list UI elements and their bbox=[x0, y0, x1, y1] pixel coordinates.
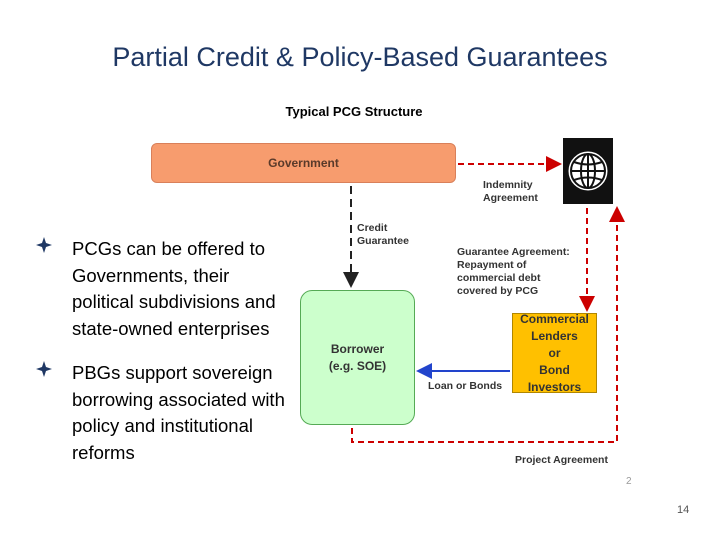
indemnity-line: Indemnity bbox=[483, 179, 533, 191]
guarantee-agreement-label: Guarantee Agreement: Repayment of commer… bbox=[457, 246, 570, 298]
guarantee-line: covered by PCG bbox=[457, 285, 539, 297]
globe-icon bbox=[568, 151, 608, 191]
guarantee-line: commercial debt bbox=[457, 272, 541, 284]
bullet-list: PCGs can be offered to Governments, thei… bbox=[36, 236, 296, 484]
diamond-bullet-icon bbox=[36, 361, 52, 377]
guarantee-line: Repayment of bbox=[457, 259, 527, 271]
borrower-sublabel: (e.g. SOE) bbox=[328, 358, 387, 373]
diamond-bullet-icon bbox=[36, 237, 52, 253]
loan-label: Loan or Bonds bbox=[428, 380, 503, 392]
indemnity-label: Indemnity Agreement bbox=[483, 179, 538, 205]
world-bank-globe-icon bbox=[563, 138, 613, 204]
diagram-subtitle: Typical PCG Structure bbox=[285, 104, 423, 119]
page-number: 14 bbox=[677, 504, 690, 516]
government-label: Government bbox=[268, 156, 339, 170]
bullet-item: PBGs support sovereign borrowing associa… bbox=[36, 360, 296, 466]
bullet-item: PCGs can be offered to Governments, thei… bbox=[36, 236, 296, 342]
borrower-label: Borrower bbox=[330, 341, 385, 356]
inner-page-number: 2 bbox=[626, 476, 632, 487]
credit-guarantee-label: Credit Guarantee bbox=[357, 222, 409, 248]
lenders-line: Commercial bbox=[520, 311, 589, 326]
project-agreement-arrow bbox=[351, 206, 625, 443]
slide-title: Partial Credit & Policy-Based Guarantees bbox=[112, 42, 608, 72]
government-box: Government bbox=[151, 143, 456, 183]
credit-line: Credit bbox=[357, 222, 388, 234]
borrower-box: Borrower (e.g. SOE) bbox=[300, 290, 415, 425]
project-agreement-label: Project Agreement bbox=[515, 454, 608, 466]
indemnity-line: Agreement bbox=[483, 192, 538, 204]
lenders-line: Lenders bbox=[531, 328, 578, 343]
guarantee-line: Guarantee Agreement: bbox=[457, 246, 570, 258]
credit-line: Guarantee bbox=[357, 235, 409, 247]
lenders-line: Bond Investors bbox=[527, 362, 582, 394]
bullet-text: PCGs can be offered to Governments, thei… bbox=[72, 238, 276, 339]
bullet-text: PBGs support sovereign borrowing associa… bbox=[72, 362, 285, 463]
lenders-box: Commercial Lenders or Bond Investors bbox=[512, 311, 597, 394]
lenders-line: or bbox=[548, 345, 561, 360]
